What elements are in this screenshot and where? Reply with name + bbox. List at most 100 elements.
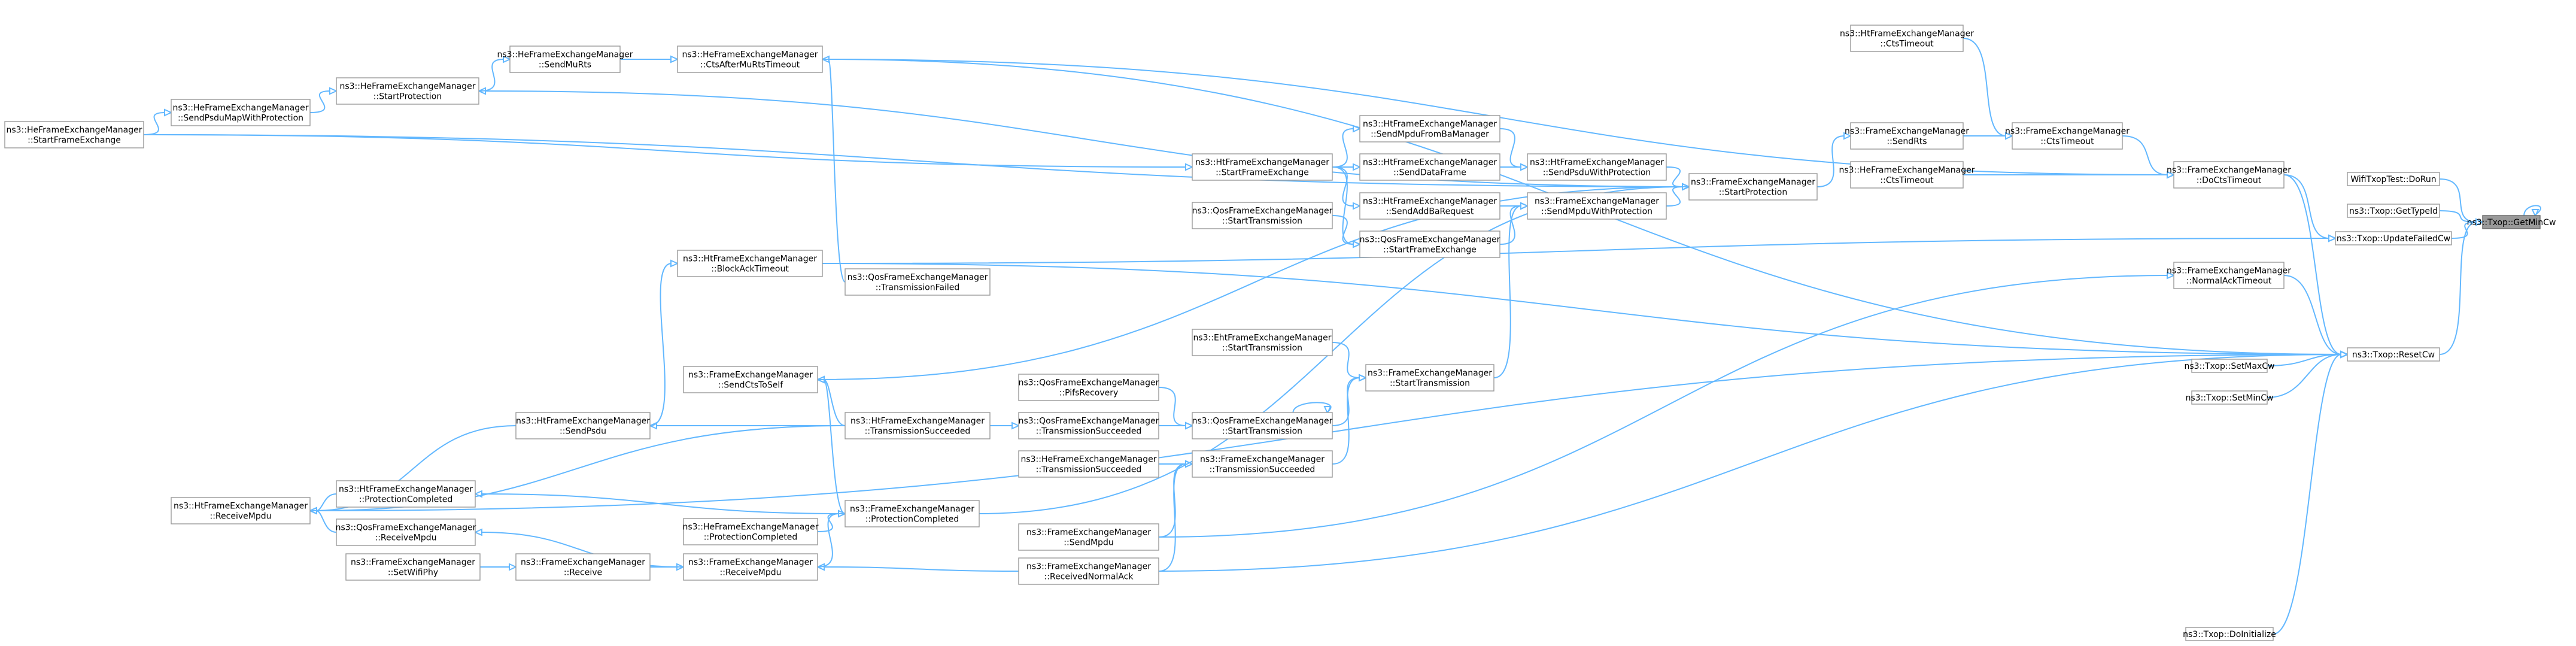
edge-line: [143, 112, 166, 135]
node-label: ns3::FrameExchangeManager: [1691, 178, 1815, 187]
node-htframeexchangemanager-blockacktimeout[interactable]: ns3::HtFrameExchangeManager::BlockAckTim…: [677, 250, 823, 277]
node-label: ::ReceiveMpdu: [375, 533, 437, 543]
node-heframeexchangemanager-ctstimeout[interactable]: ns3::HeFrameExchangeManager::CtsTimeout: [1839, 161, 1975, 189]
node-txop-gettypeid[interactable]: ns3::Txop::GetTypeId: [2347, 204, 2440, 218]
node-qosframeexchangemanager-startframeexchange[interactable]: ns3::QosFrameExchangeManager::StartFrame…: [1359, 231, 1500, 258]
node-ehtframeexchangemanager-starttransmission[interactable]: ns3::EhtFrameExchangeManager::StartTrans…: [1192, 329, 1333, 356]
edge-line: [817, 513, 840, 568]
node-qosframeexchangemanager-transmissionsucceeded[interactable]: ns3::QosFrameExchangeManager::Transmissi…: [1018, 412, 1159, 439]
arrowhead-icon: [1353, 202, 1362, 210]
node-frameexchangemanager-setwifiphy[interactable]: ns3::FrameExchangeManager::SetWifiPhy: [345, 553, 481, 581]
node-qosframeexchangemanager-pifsrecovery[interactable]: ns3::QosFrameExchangeManager::PifsRecove…: [1018, 374, 1159, 401]
node-label: ::TransmissionSucceeded: [1036, 427, 1142, 436]
edge-line: [2283, 275, 2342, 355]
node-txop-updatefailedcw[interactable]: ns3::Txop::UpdateFailedCw: [2335, 231, 2452, 245]
edge-fem_startprot-to-fem_sendrts: [1816, 132, 1852, 187]
node-htframeexchangemanager-transmissionsucceeded[interactable]: ns3::HtFrameExchangeManager::Transmissio…: [845, 412, 991, 439]
node-htframeexchangemanager-ctstimeout[interactable]: ns3::HtFrameExchangeManager::CtsTimeout: [1840, 25, 1974, 52]
node-box: [677, 46, 823, 73]
edge-getmincw-to-getmincw: [2523, 205, 2541, 218]
node-htframeexchangemanager-sendpsdu[interactable]: ns3::HtFrameExchangeManager::SendPsdu: [515, 412, 651, 439]
node-frameexchangemanager-startprotection[interactable]: ns3::FrameExchangeManager::StartProtecti…: [1688, 173, 1818, 201]
node-label: ns3::HeFrameExchangeManager: [339, 82, 475, 92]
node-label: ::SendMpduWithProtection: [1541, 207, 1652, 217]
node-frameexchangemanager-sendmpduwithprotection[interactable]: ns3::FrameExchangeManager::SendMpduWithP…: [1527, 192, 1667, 220]
node-frameexchangemanager-sendmpdu[interactable]: ns3::FrameExchangeManager::SendMpdu: [1018, 523, 1159, 551]
node-txop-resetcw[interactable]: ns3::Txop::ResetCw: [2347, 347, 2440, 362]
node-heframeexchangemanager-startframeexchange[interactable]: ns3::HeFrameExchangeManager::StartFrameE…: [4, 121, 144, 148]
node-qosframeexchangemanager-receivempdu[interactable]: ns3::QosFrameExchangeManager::ReceiveMpd…: [336, 518, 476, 546]
node-box: [845, 500, 980, 527]
node-label: ns3::EhtFrameExchangeManager: [1193, 333, 1331, 343]
node-label: ns3::FrameExchangeManager: [1845, 127, 1969, 137]
node-heframeexchangemanager-transmissionsucceeded[interactable]: ns3::HeFrameExchangeManager::Transmissio…: [1018, 450, 1159, 478]
arrowhead-icon: [838, 509, 847, 518]
node-label: ns3::HtFrameExchangeManager: [1363, 197, 1497, 207]
arrowhead-icon: [670, 55, 679, 63]
arrowhead-icon: [2328, 234, 2337, 242]
node-label: ::Receive: [564, 568, 602, 578]
node-label: ::StartFrameExchange: [1216, 168, 1309, 178]
node-txop-setmaxcw[interactable]: ns3::Txop::SetMaxCw: [2185, 359, 2275, 373]
edge-line: [1499, 128, 1522, 168]
node-txop-getmincw[interactable]: ns3::Txop::GetMinCw: [2467, 215, 2556, 229]
node-label: ns3::HtFrameExchangeManager: [1840, 29, 1974, 39]
node-frameexchangemanager-receive[interactable]: ns3::FrameExchangeManager::Receive: [515, 553, 651, 581]
node-label: ::SendMpdu: [1064, 538, 1113, 548]
node-frameexchangemanager-starttransmission[interactable]: ns3::FrameExchangeManager::StartTransmis…: [1365, 364, 1494, 392]
arrowhead-icon: [1011, 421, 1020, 430]
node-heframeexchangemanager-sendmurts[interactable]: ns3::HeFrameExchangeManager::SendMuRts: [497, 46, 633, 73]
node-label: ns3::QosFrameExchangeManager: [847, 273, 988, 283]
node-htframeexchangemanager-senddataframe[interactable]: ns3::HtFrameExchangeManager::SendDataFra…: [1359, 153, 1500, 181]
node-heframeexchangemanager-ctsaftermurtstimeout[interactable]: ns3::HeFrameExchangeManager::CtsAfterMuR…: [677, 46, 823, 73]
node-htframeexchangemanager-receivempdu[interactable]: ns3::HtFrameExchangeManager::ReceiveMpdu: [171, 497, 311, 524]
edge-ht_txsucc-to-qos_txsucc: [990, 421, 1020, 430]
arrowhead-icon: [1682, 183, 1691, 191]
edge-ht_startfe-to-ht_sendmpdufromba: [1332, 125, 1362, 168]
node-label: ::SendRts: [1887, 137, 1927, 147]
node-heframeexchangemanager-protectioncompleted[interactable]: ns3::HeFrameExchangeManager::ProtectionC…: [682, 518, 819, 545]
node-frameexchangemanager-sendrts[interactable]: ns3::FrameExchangeManager::SendRts: [1845, 122, 1969, 150]
node-qosframeexchangemanager-starttransmission[interactable]: ns3::QosFrameExchangeManager::StartTrans…: [1192, 202, 1333, 229]
node-txop-setmincw[interactable]: ns3::Txop::SetMinCw: [2186, 390, 2274, 405]
node-box: [345, 553, 481, 581]
edge-line: [822, 263, 2342, 355]
node-htframeexchangemanager-sendpsduwithprotection[interactable]: ns3::HtFrameExchangeManager::SendPsduWit…: [1527, 153, 1667, 181]
node-label: ::SendPsduWithProtection: [1543, 168, 1651, 178]
node-qosframeexchangemanager-starttransmission[interactable]: ns3::QosFrameExchangeManager::StartTrans…: [1192, 412, 1333, 439]
node-frameexchangemanager-ctstimeout[interactable]: ns3::FrameExchangeManager::CtsTimeout: [2005, 122, 2130, 150]
node-htframeexchangemanager-sendmpdufrombamanager[interactable]: ns3::HtFrameExchangeManager::SendMpduFro…: [1359, 115, 1500, 142]
node-frameexchangemanager-transmissionsucceeded[interactable]: ns3::FrameExchangeManager::TransmissionS…: [1192, 450, 1333, 478]
node-txop-doinitialize[interactable]: ns3::Txop::DoInitialize: [2183, 627, 2276, 641]
node-label: ns3::FrameExchangeManager: [2167, 266, 2291, 276]
edge-fem_receive-to-fem_receivempdu: [650, 563, 685, 571]
node-heframeexchangemanager-sendpsdumapwithprotection[interactable]: ns3::HeFrameExchangeManager::SendPsduMap…: [171, 99, 311, 126]
node-box: [1359, 231, 1500, 258]
node-label: ::ProtectionCompleted: [704, 533, 798, 542]
edge-ht_blockack-to-resetcw: [822, 263, 2349, 359]
node-heframeexchangemanager-startprotection[interactable]: ns3::HeFrameExchangeManager::StartProtec…: [336, 77, 479, 105]
node-label: ::ReceivedNormalAck: [1044, 572, 1134, 582]
node-box: [2335, 231, 2452, 245]
node-htframeexchangemanager-sendaddbarequest[interactable]: ns3::HtFrameExchangeManager::SendAddBaRe…: [1359, 192, 1500, 220]
node-frameexchangemanager-receivednormalack[interactable]: ns3::FrameExchangeManager::ReceivedNorma…: [1018, 557, 1159, 585]
node-wifitxoptest-dorun[interactable]: WifiTxopTest::DoRun: [2347, 172, 2440, 186]
node-box: [171, 497, 311, 524]
node-frameexchangemanager-receivempdu[interactable]: ns3::FrameExchangeManager::ReceiveMpdu: [683, 553, 818, 581]
node-label: ns3::FrameExchangeManager: [1026, 528, 1151, 538]
node-frameexchangemanager-protectioncompleted[interactable]: ns3::FrameExchangeManager::ProtectionCom…: [845, 500, 980, 527]
node-label: ::StartTransmission: [1222, 217, 1302, 226]
node-box: [1359, 192, 1500, 220]
node-box: [2191, 359, 2268, 373]
node-htframeexchangemanager-protectioncompleted[interactable]: ns3::HtFrameExchangeManager::ProtectionC…: [336, 480, 476, 508]
node-qosframeexchangemanager-transmissionfailed[interactable]: ns3::QosFrameExchangeManager::Transmissi…: [845, 268, 991, 296]
node-label: ns3::FrameExchangeManager: [2005, 127, 2130, 137]
node-label: ns3::FrameExchangeManager: [1200, 455, 1325, 465]
node-box: [336, 77, 479, 105]
node-htframeexchangemanager-startframeexchange[interactable]: ns3::HtFrameExchangeManager::StartFrameE…: [1192, 153, 1333, 181]
node-label: ns3::HtFrameExchangeManager: [174, 502, 308, 511]
node-frameexchangemanager-normalacktimeout[interactable]: ns3::FrameExchangeManager::NormalAckTime…: [2167, 262, 2291, 289]
node-frameexchangemanager-doctstimeout[interactable]: ns3::FrameExchangeManager::DoCtsTimeout: [2167, 161, 2291, 189]
arrowhead-icon: [329, 87, 338, 95]
node-frameexchangemanager-sendctstoself[interactable]: ns3::FrameExchangeManager::SendCtsToSelf: [683, 366, 818, 393]
